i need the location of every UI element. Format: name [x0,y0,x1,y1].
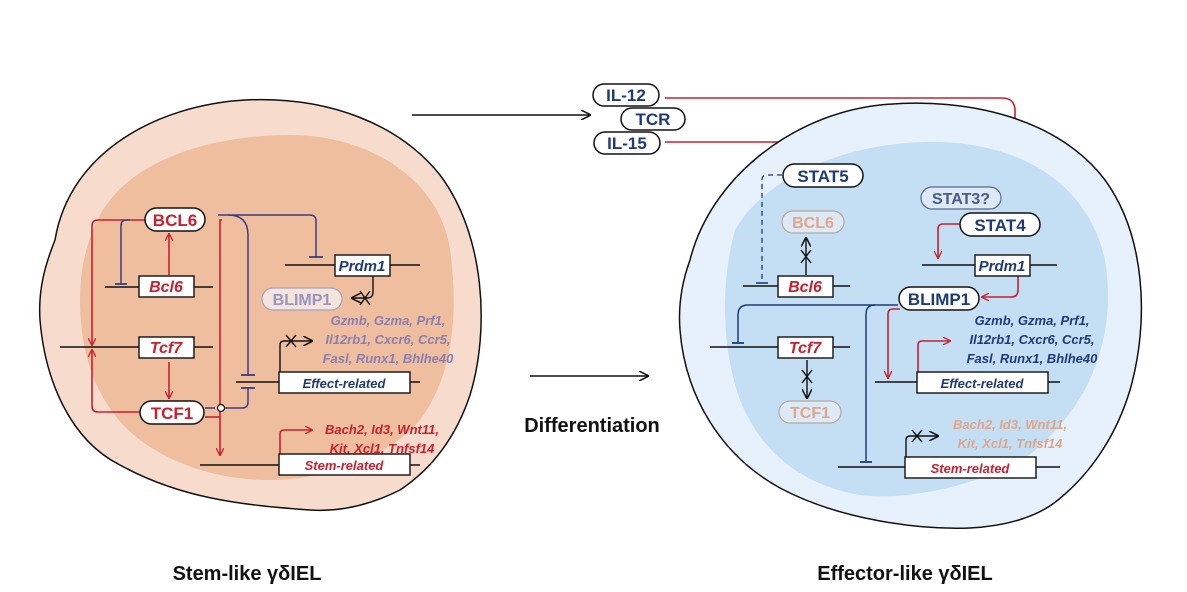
crossing-junction [216,403,226,413]
blimp1-protein-pill [261,287,343,311]
blimp1-protein-label: BLIMP1 [908,290,970,309]
stem-related-blocked-arrow [905,436,938,458]
il15-label: IL-15 [607,134,647,153]
stat3-protein-pill [920,186,1002,210]
stem-gene-list: Bach2, Id3, Wnt11, Kit, Xcl1, Tnfsf14 [953,417,1067,451]
prdm1-gene-label: Prdm1 [339,258,386,275]
tcf1-protein-pill [778,400,842,424]
stat5-protein-pill [782,163,864,188]
tcf7-gene-label: Tcf7 [789,340,822,357]
effect-gene-list-line: Fasl, Runx1, Bhlhe40 [967,351,1099,366]
il12-to-stat4-arrow [665,97,1015,206]
tcf1-protein-label: TCF1 [151,404,194,423]
effector-cell-caption: Effector-like γδIEL [817,563,993,585]
effect-gene-list: Gzmb, Gzma, Prf1, Il12rb1, Cxcr6, Ccr5, … [967,313,1099,366]
bcl6-protein-pill [781,210,845,234]
bcl6-gene-label: Bcl6 [788,279,822,296]
bcl6-inhibits-prdm1 [218,214,317,257]
tcf1-inhibits-effect-related [205,388,249,409]
blimp1-protein-label: BLIMP1 [273,292,332,309]
tcr-pill [620,107,686,131]
effect-gene-list-line: Gzmb, Gzma, Prf1, [331,313,446,328]
stem-related-gene-label: Stem-related [931,461,1011,476]
tcf7-gene-label: Tcf7 [150,340,183,357]
tcf7-gene-box [138,336,195,359]
prdm1-gene-label: Prdm1 [979,258,1026,275]
effect-related-gene-label: Effect-related [303,376,387,391]
effect-related-gene-box [916,371,1049,394]
blimp1-protein-pill [898,286,980,311]
blimp1-inhibits-stem-related [865,304,876,462]
effect-related-gene-label: Effect-related [941,376,1025,391]
effect-gene-list: Gzmb, Gzma, Prf1, Il12rb1, Cxcr6, Ccr5, … [323,313,455,366]
bcl6-protein-label: BCL6 [792,215,834,232]
tcf1-protein-pill [139,400,205,425]
stem-cell: BCL6 Bcl6 Tcf7 TCF1 Prdm1 BLIMP1 Gzmb, G… [38,98,482,512]
stem-gene-list-line: Bach2, Id3, Wnt11, [325,422,439,437]
prdm1-to-blimp1-blocked [352,274,374,298]
prdm1-gene-box [334,254,391,277]
stat4-protein-pill [959,212,1041,237]
stem-related-gene-box [904,456,1037,479]
effect-related-gene-box [278,371,411,394]
tcr-label: TCR [636,110,671,129]
stem-cell-caption: Stem-like γδIEL [173,563,322,585]
effect-related-blocked-arrow [279,341,312,373]
il12-pill [592,83,660,107]
bcl6-gene-box [138,275,195,298]
blimp1-inhibits-tcf7 [737,304,898,343]
il12-label: IL-12 [606,86,646,105]
effect-gene-list-line: Il12rb1, Cxcr6, Ccr5, [969,332,1094,347]
effect-related-activation-arrow [917,341,950,373]
stat4-to-prdm1-arrow [938,223,960,258]
tcf1-to-tcf7-arrow [92,350,140,413]
stat5-inhibits-bcl6 [761,174,782,283]
stem-related-gene-label: Stem-related [305,458,385,473]
stem-gene-list-line: Bach2, Id3, Wnt11, [953,417,1067,432]
il15-pill [593,131,661,155]
stem-gene-list-line: Kit, Xcl1, Tnfsf14 [330,441,436,456]
effect-gene-list-line: Gzmb, Gzma, Prf1, [975,313,1090,328]
stem-related-activation-arrow [279,430,312,456]
bcl6-protein-label: BCL6 [153,211,197,230]
stat4-protein-label: STAT4 [974,216,1026,235]
bcl6-inhibits-effect-related [227,214,249,375]
blimp1-to-effect-related-arrow [888,308,900,378]
stat5-protein-label: STAT5 [797,167,848,186]
prdm1-gene-box [974,254,1031,277]
effect-gene-list-line: Il12rb1, Cxcr6, Ccr5, [325,332,450,347]
bcl6-protein-pill [144,207,206,232]
stem-gene-list: Bach2, Id3, Wnt11, Kit, Xcl1, Tnfsf14 [325,422,439,456]
signals: IL-12 TCR IL-15 [592,83,1015,206]
bcl6-inhibits-bcl6-gene [120,219,130,284]
effect-gene-list-line: Fasl, Runx1, Bhlhe40 [323,351,455,366]
bcl6-gene-label: Bcl6 [149,279,183,296]
bcl6-gene-box [777,275,834,298]
tcf1-protein-label: TCF1 [790,405,830,422]
prdm1-to-blimp1-arrow [982,275,1019,297]
stem-related-gene-box [278,453,411,476]
differentiation-label: Differentiation [524,415,660,437]
bcl6-to-stem-related-arrow [220,219,222,455]
tcf7-gene-box [777,336,834,359]
effector-cell: STAT5 STAT3? STAT4 BCL6 Bcl6 Prdm1 BLIMP… [678,102,1143,529]
bcl6-to-tcf7-arrow [92,219,145,345]
stat3-protein-label: STAT3? [932,191,990,208]
stem-gene-list-line: Kit, Xcl1, Tnfsf14 [958,436,1064,451]
